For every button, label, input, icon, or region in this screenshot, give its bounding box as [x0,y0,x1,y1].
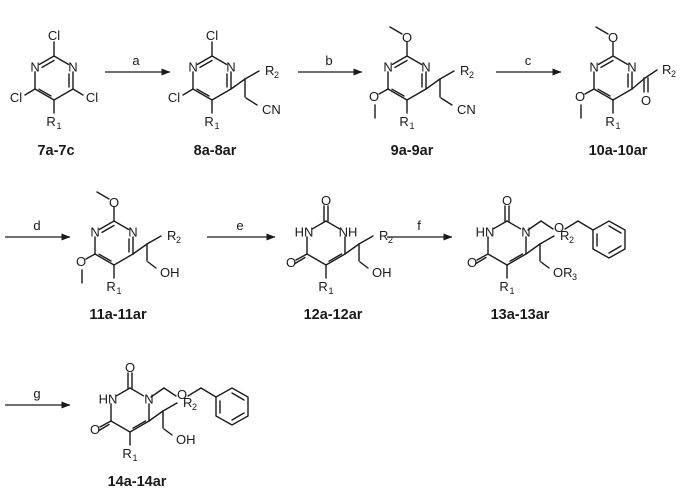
step-label: f [417,218,421,233]
structure-13: R 2 OR 3 [466,192,626,297]
svg-text:2: 2 [388,235,393,245]
svg-text:OH: OH [372,265,392,280]
structure-11: R 2 OH [75,191,181,297]
compound-label: 11a-11ar [89,307,147,323]
svg-text:CN: CN [457,102,476,117]
svg-text:R: R [662,62,671,77]
svg-text:NH: NH [339,225,358,240]
svg-text:OH: OH [176,432,196,447]
svg-text:HN: HN [295,225,314,240]
svg-text:2: 2 [569,235,574,245]
svg-text:R: R [183,395,192,410]
structure-9: R 2 CN [368,26,476,132]
compound-label: 7a-7c [37,143,74,159]
compound-label: 9a-9ar [391,143,434,159]
step-label: e [236,218,243,233]
compound-label: 14a-14ar [108,474,167,490]
step-label: b [325,53,332,68]
svg-text:Cl: Cl [86,90,98,105]
svg-text:2: 2 [469,70,474,80]
structure-7: Cl [9,27,98,132]
compound-label: 8a-8ar [194,143,237,159]
svg-text:O: O [641,93,651,108]
svg-text:R: R [265,63,274,78]
svg-text:OR: OR [553,265,573,280]
svg-text:O: O [286,255,296,270]
svg-text:R: R [167,228,176,243]
structure-10: R 2 O [574,26,676,132]
svg-text:R: R [560,228,569,243]
svg-text:R: R [460,63,469,78]
step-label: d [33,218,40,233]
step-label: c [525,53,532,68]
svg-text:2: 2 [176,235,181,245]
svg-text:CN: CN [262,102,281,117]
structure-14: R 2 OH [89,359,249,464]
svg-text:2: 2 [274,70,279,80]
svg-text:2: 2 [192,402,197,412]
structure-12: O O HN NH R 2 OH [286,193,393,297]
svg-text:OH: OH [160,265,180,280]
structure-8: R 2 CN [167,27,281,132]
compound-label: 10a-10ar [589,143,648,159]
svg-text:R: R [379,228,388,243]
svg-text:3: 3 [572,272,577,282]
compound-label: 13a-13ar [491,307,550,323]
step-label: a [132,53,140,68]
compound-label: 12a-12ar [304,307,363,323]
svg-text:2: 2 [671,69,676,79]
step-label: g [33,386,40,401]
svg-text:O: O [321,193,331,208]
